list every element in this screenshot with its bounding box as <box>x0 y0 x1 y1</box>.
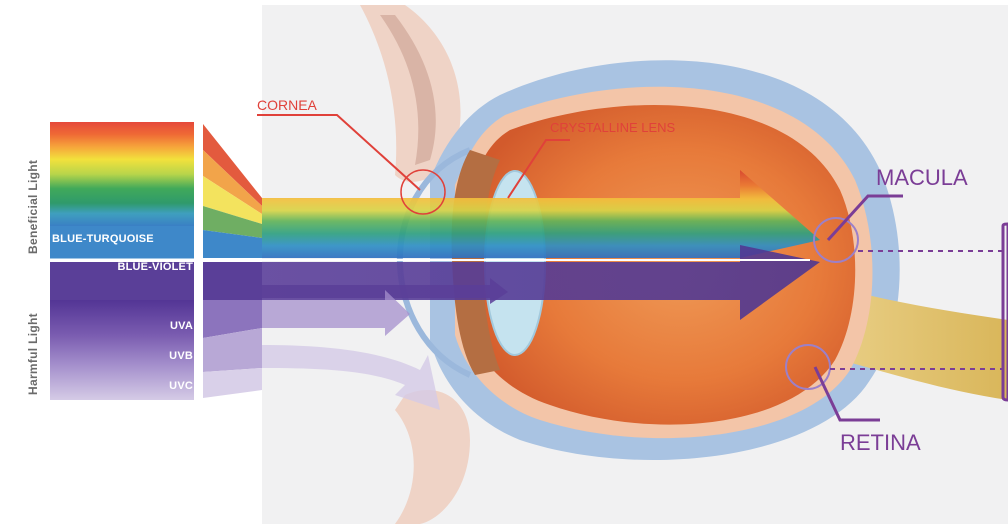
uvb-label: UVB <box>52 350 193 362</box>
blue-violet-label: BLUE-VIOLET <box>52 261 193 273</box>
crystalline-lens-label: CRYSTALLINE LENS <box>550 120 675 135</box>
beneficial-spectrum <box>50 122 194 226</box>
fan-strip-uvc <box>203 368 262 398</box>
uva-label: UVA <box>52 320 193 332</box>
beneficial-light-label: Beneficial Light <box>26 160 40 254</box>
harmful-light-label: Harmful Light <box>26 313 40 395</box>
cornea-label: CORNEA <box>257 97 317 113</box>
retina-label: RETINA <box>840 430 921 456</box>
fan-strip-violet <box>203 262 262 300</box>
macula-label: MACULA <box>876 165 968 191</box>
uvc-label: UVC <box>52 380 193 392</box>
blue-turquoise-label: BLUE-TURQUOISE <box>52 233 193 245</box>
